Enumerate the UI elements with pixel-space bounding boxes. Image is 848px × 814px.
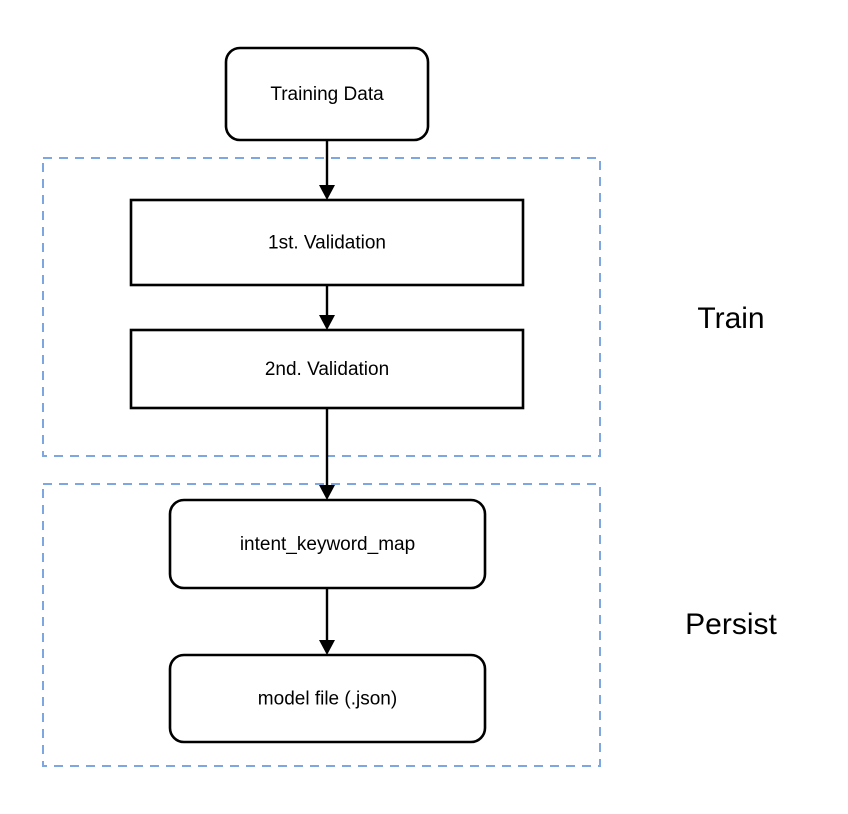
node-intent-keyword-map[interactable]: intent_keyword_map [168,498,487,590]
arrowhead-icon [319,485,335,500]
edges [319,140,335,655]
node-label: Training Data [270,84,384,105]
node-second-validation[interactable]: 2nd. Validation [129,328,525,410]
edge-intent-keyword-map-to-model-file [319,588,335,655]
arrowhead-icon [319,185,335,200]
node-first-validation[interactable]: 1st. Validation [129,198,525,287]
group-frames [42,157,601,767]
group-labels: Train Persist [685,302,777,641]
group-label-train: Train [697,302,764,335]
node-label: model file (.json) [258,689,397,710]
group-frame-train [42,157,601,457]
node-shape[interactable] [129,198,525,287]
edge-2nd-validation-to-intent-keyword-map [319,408,335,500]
node-model-file[interactable]: model file (.json) [168,653,487,744]
edge-1st-validation-to-2nd-validation [319,285,335,330]
group-frame-persist [42,483,601,767]
node-training-data[interactable]: Training Data [224,46,430,142]
node-shape[interactable] [168,653,487,744]
edge-training-data-to-1st-validation [319,140,335,200]
arrowhead-icon [319,640,335,655]
node-shape[interactable] [224,46,430,142]
node-label: 2nd. Validation [265,359,389,380]
node-shape[interactable] [168,498,487,590]
node-shape[interactable] [129,328,525,410]
group-label-persist: Persist [685,608,777,641]
node-label: intent_keyword_map [240,534,415,555]
nodes: Training Data 1st. Validation 2nd. Valid… [129,46,525,744]
arrowhead-icon [319,315,335,330]
node-label: 1st. Validation [268,233,386,254]
